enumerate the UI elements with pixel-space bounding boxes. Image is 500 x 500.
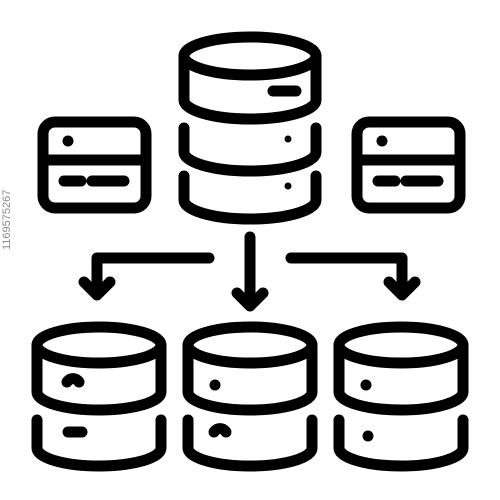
- right-panel-indicator-icon: [376, 135, 388, 147]
- left-panel-indicator-icon: [62, 135, 74, 147]
- right-server-panel-icon: [351, 116, 466, 214]
- right-database-bottom-dot-icon: [362, 430, 374, 442]
- replica-database-middle-icon: [182, 321, 318, 472]
- replica-database-left-icon: [31, 321, 167, 472]
- source-database-icon: [178, 31, 322, 225]
- distribution-arrows-icon: [78, 231, 421, 312]
- middle-database-dot-icon: [209, 379, 221, 391]
- right-database-dot-icon: [360, 379, 372, 391]
- watermark-id-text: 1169575267: [1, 189, 13, 250]
- replica-database-right-icon: [333, 321, 469, 472]
- left-server-panel-icon: [37, 116, 152, 214]
